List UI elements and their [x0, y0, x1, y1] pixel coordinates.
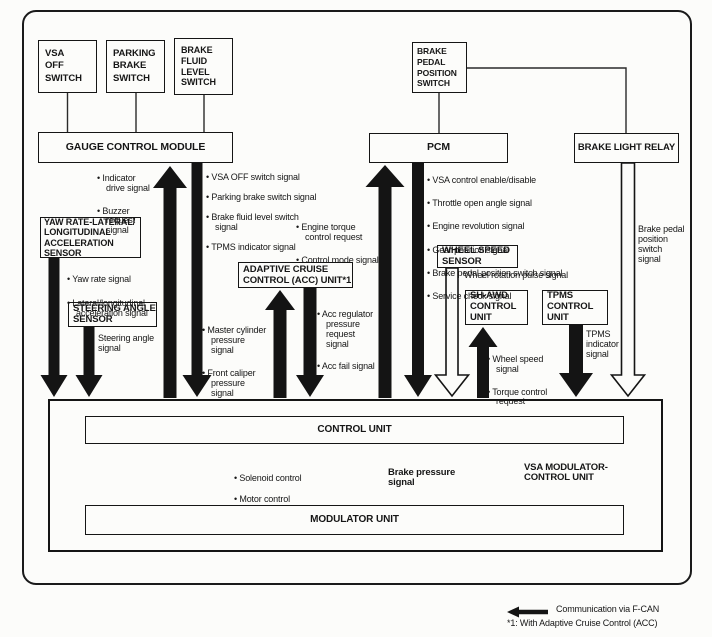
note-item: • VSA control enable/disable: [427, 174, 537, 185]
note-brake-pressure-signal: Brake pressure signal: [388, 467, 456, 489]
arrow-modulator-to-acc-up: [265, 290, 295, 398]
note-steering-signal: Steering angle signal: [98, 333, 154, 353]
arrow-modulator-to-pcm-up: [365, 165, 405, 398]
arrow-wheelspeed-to-modulator-down: [433, 267, 471, 398]
note-item: • Acc regulator pressure request signal: [317, 308, 373, 349]
note-solenoid-motor-control: • Solenoid control • Motor control: [234, 464, 316, 515]
note-item: • Torque control request: [487, 386, 548, 407]
box-yaw-rate-sensor: YAW RATE-LATERAL/ LONGITUDINAL ACCELERAT…: [40, 217, 141, 258]
note-item: • Motor control: [234, 493, 290, 504]
legend-fcan-arrow-icon: [507, 606, 548, 618]
arrow-steering-sensor-down: [75, 327, 103, 397]
arrow-yaw-sensor-down: [40, 258, 68, 397]
box-brake-pedal-position-switch-label: BRAKE PEDAL POSITION SWITCH: [417, 46, 457, 89]
box-brake-light-relay-label: BRAKE LIGHT RELAY: [577, 141, 676, 153]
legend-footnote: *1: With Adaptive Cruise Control (ACC): [507, 618, 658, 628]
note-item: • Engine torque control request: [296, 221, 363, 242]
box-sh-awd-control-unit-label: SH-AWD CONTROL UNIT: [470, 290, 517, 323]
arrow-gauge-to-modulator-down: [182, 163, 212, 397]
note-tpms-indicator-signal: TPMS indicator signal: [586, 329, 619, 359]
arrow-modulator-to-gauge-up: [153, 166, 187, 398]
note-gauge-down-signals: • VSA OFF switch signal • Parking brake …: [206, 163, 318, 263]
note-item: • Master cylinder pressure signal: [202, 324, 267, 355]
note-item: • Service check signal: [427, 291, 512, 302]
box-brake-pedal-position-switch: BRAKE PEDAL POSITION SWITCH: [412, 42, 467, 93]
box-control-unit: CONTROL UNIT: [85, 416, 624, 444]
note-item: • Brake fluid level switch signal: [206, 212, 299, 232]
arrow-relay-to-modulator-down: [609, 162, 647, 398]
note-shawd-signals: • Wheel speed signal • Torque control re…: [487, 345, 555, 420]
note-gauge-up-signals: • Indicator drive signal • Buzzer reques…: [97, 164, 155, 249]
box-tpms-control-unit: TPMS CONTROL UNIT: [542, 290, 608, 325]
note-item: • Indicator drive signal: [97, 172, 150, 193]
note-item: • Parking brake switch signal: [206, 192, 317, 203]
box-pcm: PCM: [369, 133, 508, 163]
box-brake-light-relay: BRAKE LIGHT RELAY: [574, 133, 679, 163]
note-pcm-signals: • VSA control enable/disable • Throttle …: [427, 166, 567, 316]
note-wheel-rotation-signal: Wheel rotation pulse signal: [464, 270, 569, 280]
note-acc-fcan-signals: • Engine torque control request • Contro…: [296, 213, 384, 278]
box-gauge-control-module: GAUGE CONTROL MODULE: [38, 132, 233, 163]
box-acc-unit: ADAPTIVE CRUISE CONTROL (ACC) UNIT*1: [238, 262, 353, 288]
wire-pedal-to-relay: [467, 67, 627, 133]
note-item: • Yaw rate signal: [67, 273, 131, 284]
note-brake-pedal-signal: Brake pedal position switch signal: [638, 224, 685, 264]
arrow-tpms-to-modulator-down: [559, 323, 593, 397]
note-item: • Control mode signal: [296, 254, 379, 265]
box-vsa-off-switch: VSA OFF SWITCH: [38, 40, 97, 93]
note-acc-down-signals: • Acc regulator pressure request signal …: [317, 300, 379, 385]
note-item: • Throttle open angle signal: [427, 198, 532, 209]
arrow-pcm-to-modulator-down: [404, 163, 432, 397]
box-parking-brake-switch: PARKING BRAKE SWITCH: [106, 40, 165, 93]
note-item: • Brake pedal position switch signal: [427, 268, 563, 279]
note-item: • TPMS indicator signal: [206, 242, 296, 252]
note-item: • Engine revolution signal: [427, 221, 525, 232]
box-gauge-control-module-label: GAUGE CONTROL MODULE: [65, 140, 206, 153]
box-wheel-speed-sensor-label: WHEEL SPEED SENSOR: [442, 244, 510, 267]
note-item: • Wheel speed signal: [487, 353, 544, 374]
box-parking-brake-switch-label: PARKING BRAKE SWITCH: [113, 48, 156, 84]
box-wheel-speed-sensor: WHEEL SPEED SENSOR: [437, 245, 518, 268]
box-tpms-control-unit-label: TPMS CONTROL UNIT: [547, 290, 594, 323]
box-modulator-unit-label: MODULATOR UNIT: [310, 513, 399, 525]
box-control-unit-label: CONTROL UNIT: [317, 423, 392, 435]
box-acc-unit-label: ADAPTIVE CRUISE CONTROL (ACC) UNIT*1: [243, 263, 352, 286]
note-yaw-signals: • Yaw rate signal • Lateral/longitudinal…: [67, 265, 157, 332]
box-pcm-label: PCM: [426, 141, 451, 154]
box-brake-fluid-level-switch-label: BRAKE FLUID LEVEL SWITCH: [181, 44, 216, 88]
note-item: • Solenoid control: [234, 472, 302, 483]
note-item: • Lateral/longitudinal acceleration sign…: [67, 297, 148, 318]
box-steering-angle-sensor: STEERING ANGLE SENSOR: [68, 302, 157, 327]
arrow-modulator-to-shawd-up: [468, 327, 498, 398]
box-steering-angle-sensor-label: STEERING ANGLE SENSOR: [73, 302, 156, 325]
box-vsa-off-switch-label: VSA OFF SWITCH: [45, 48, 82, 84]
note-acc-up-signals: • Master cylinder pressure signal • Fron…: [202, 316, 268, 413]
diagram-outer-frame: [22, 10, 692, 585]
note-item: • Buzzer request signal: [97, 205, 135, 236]
note-item: • Gear position signal: [427, 244, 509, 255]
box-modulator-unit: MODULATOR UNIT: [85, 505, 624, 535]
arrow-acc-to-modulator-down: [296, 288, 324, 397]
note-item: • VSA OFF switch signal: [206, 171, 300, 182]
box-sh-awd-control-unit: SH-AWD CONTROL UNIT: [465, 290, 528, 325]
legend-fcan-label: Communication via F-CAN: [556, 604, 660, 614]
note-item: • Front caliper pressure signal: [202, 368, 256, 399]
note-item: • Acc fail signal: [317, 361, 375, 372]
box-yaw-rate-sensor-label: YAW RATE-LATERAL/ LONGITUDINAL ACCELERAT…: [44, 217, 136, 258]
vsa-modulator-title: VSA MODULATOR- CONTROL UNIT: [524, 462, 608, 484]
box-brake-fluid-level-switch: BRAKE FLUID LEVEL SWITCH: [174, 38, 233, 95]
